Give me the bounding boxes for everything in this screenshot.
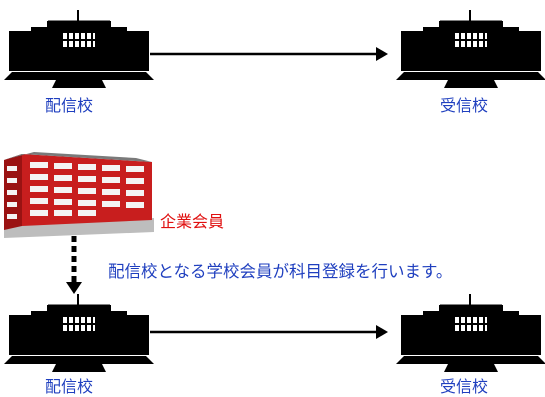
company-member-label: 企業会員 [160,212,225,231]
process-note: 配信校となる学校会員が科目登録を行います。 [108,262,453,281]
sender-school-top-label: 配信校 [45,96,94,115]
sender-school-top-icon: .s1 .w{fill:#ffff66}.s1 .d{fill:#ff9966} [2,8,156,90]
receiver-school-top-label: 受信校 [440,96,489,115]
receiver-school-bottom-label: 受信校 [440,377,489,396]
flow-arrow-top [150,47,388,61]
office-building-icon [4,152,154,238]
receiver-school-top-icon: .s2 .w{fill:#ffd6d6}.s2 .d{fill:#ffb0b0} [394,8,545,90]
flow-arrow-bottom [150,325,388,339]
dotted-arrow-down [66,236,82,294]
sender-school-bottom-icon: .s3 .w{fill:#ffff66}.s3 .d{fill:#ff9966} [2,292,156,374]
sender-school-bottom-label: 配信校 [45,377,94,396]
receiver-school-bottom-icon: .s4 .w{fill:#ffd6d6}.s4 .d{fill:#ffb0b0} [394,292,545,374]
